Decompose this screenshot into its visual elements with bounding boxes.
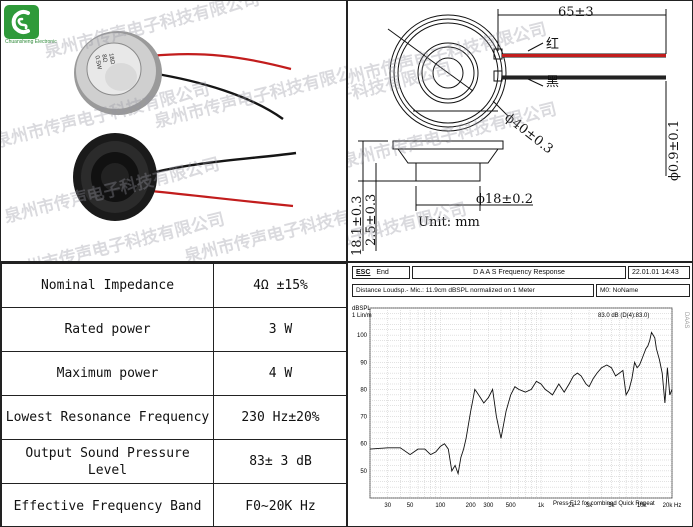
daas-tag: DAAS bbox=[683, 312, 689, 328]
x-tick-label: 30 bbox=[384, 503, 391, 509]
y-axis-label: dBSPL bbox=[352, 306, 371, 312]
graph-date: 22.01.01 14:43 bbox=[628, 266, 690, 279]
frequency-response-panel: ESC End D A A S Frequency Response 22.01… bbox=[347, 262, 693, 527]
spec-row: Rated power 3 W bbox=[1, 307, 346, 352]
graph-m0: M0: NoName bbox=[596, 284, 690, 297]
end-key-label: End bbox=[376, 269, 389, 276]
y-axis-unit: 1 Lin/m bbox=[352, 313, 372, 319]
company-logo bbox=[4, 5, 39, 39]
graph-footer: Press F12 for combined Quick Repeat bbox=[553, 501, 655, 507]
graph-subtitle: Distance Loudsp.- Mic.: 11.9cm dBSPL nor… bbox=[352, 284, 594, 297]
dim-width-label: 65±3 bbox=[558, 5, 594, 20]
dim-diameter-9-label: ϕ0.9±0.1 bbox=[667, 120, 682, 181]
technical-drawing-panel: 65±3 红 黑 ϕ40±0.3 ϕ18±0.2 ϕ0.9±0.1 18.1±0… bbox=[347, 0, 693, 262]
graph-header-left: ESC End bbox=[352, 266, 410, 279]
spec-value: 230 Hz±20% bbox=[213, 395, 346, 440]
x-tick-label: 200 bbox=[466, 503, 477, 509]
spec-value: 4Ω ±15% bbox=[213, 263, 346, 308]
x-tick-label: 20k Hz bbox=[663, 503, 682, 509]
speaker-photo bbox=[73, 31, 297, 221]
company-logo-text: Chuansheng Electronic bbox=[5, 39, 57, 45]
y-tick-label: 70 bbox=[360, 415, 367, 421]
spec-value: 83± 3 dB bbox=[213, 439, 346, 484]
spec-row: Effective Frequency Band F0~20K Hz bbox=[1, 483, 346, 526]
company-logo-icon bbox=[11, 10, 30, 34]
x-tick-label: 100 bbox=[435, 503, 446, 509]
plot-frame bbox=[369, 307, 673, 499]
x-tick-label: 5k bbox=[608, 503, 615, 509]
spec-value: 4 W bbox=[213, 351, 346, 396]
cursor-readout: 83.0 dB (D(4):83.0) bbox=[598, 313, 649, 319]
y-tick-label: 50 bbox=[360, 469, 367, 475]
spec-label: Rated power bbox=[1, 307, 214, 352]
dim-diameter-18-label: ϕ18±0.2 bbox=[476, 192, 533, 207]
product-photo-panel: Chuansheng Electronic 18Ω 8Ω 0.5W 泉州市传声电… bbox=[0, 0, 347, 262]
y-axis-ticks: 100 90 80 70 60 50 bbox=[357, 333, 368, 475]
spec-label: Effective Frequency Band bbox=[1, 483, 214, 526]
chart-grid bbox=[369, 307, 673, 499]
esc-key-label: ESC bbox=[356, 269, 371, 276]
spec-row: Lowest Resonance Frequency 230 Hz±20% bbox=[1, 395, 346, 440]
dim-height-2-label: 2.5±0.3 bbox=[364, 194, 379, 246]
y-tick-label: 100 bbox=[357, 333, 368, 339]
spec-row: Output Sound Pressure Level 83± 3 dB bbox=[1, 439, 346, 484]
wire-black-label: 黑 bbox=[546, 75, 559, 90]
x-tick-label: 3k bbox=[586, 503, 593, 509]
dimension-drawing: 65±3 红 黑 ϕ40±0.3 ϕ18±0.2 ϕ0.9±0.1 18.1±0… bbox=[350, 5, 682, 256]
x-tick-label: 1k bbox=[538, 503, 545, 509]
spec-row: Maximum power 4 W bbox=[1, 351, 346, 396]
unit-label: Unit: mm bbox=[418, 215, 480, 230]
spec-table: Nominal Impedance 4Ω ±15% Rated power 3 … bbox=[1, 263, 346, 526]
y-tick-label: 60 bbox=[360, 442, 367, 448]
y-tick-label: 90 bbox=[360, 360, 367, 366]
x-tick-label: 500 bbox=[506, 503, 517, 509]
x-tick-label: 300 bbox=[483, 503, 494, 509]
spec-label: Maximum power bbox=[1, 351, 214, 396]
dim-height-18-label: 18.1±0.3 bbox=[350, 195, 365, 256]
spec-value: F0~20K Hz bbox=[213, 483, 346, 526]
dim-diameter-40-label: ϕ40±0.3 bbox=[502, 110, 556, 157]
spec-label: Nominal Impedance bbox=[1, 263, 214, 308]
x-tick-label: 2k bbox=[568, 503, 575, 509]
graph-title: D A A S Frequency Response bbox=[412, 266, 626, 279]
response-curve bbox=[369, 331, 673, 476]
x-axis-ticks: 30 50 100 200 300 500 1k 2k 3k 5k 10k 20k Hz bbox=[384, 503, 681, 509]
spec-row: Nominal Impedance 4Ω ±15% bbox=[1, 263, 346, 308]
spec-value: 3 W bbox=[213, 307, 346, 352]
spec-label: Lowest Resonance Frequency bbox=[1, 395, 214, 440]
spec-label: Output Sound Pressure Level bbox=[1, 439, 214, 484]
x-tick-label: 50 bbox=[407, 503, 414, 509]
wire-red-label: 红 bbox=[546, 36, 559, 52]
frequency-response-chart: 100 90 80 70 60 50 30 50 100 200 300 500 1k 2k 3k 5k 10… bbox=[352, 306, 689, 509]
y-tick-label: 80 bbox=[360, 387, 367, 393]
spec-table-panel: Nominal Impedance 4Ω ±15% Rated power 3 … bbox=[0, 262, 347, 527]
x-tick-label: 10k bbox=[637, 503, 648, 509]
